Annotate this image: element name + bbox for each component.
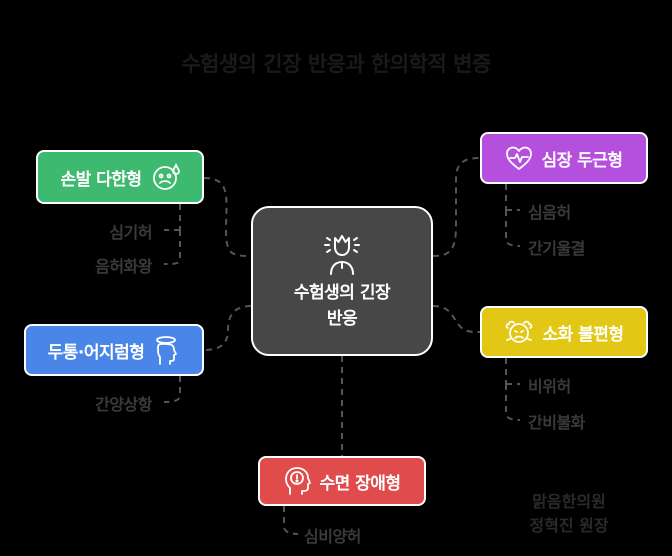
sweat-face-icon xyxy=(152,163,180,190)
sub-label-head-1: 간양상항 xyxy=(95,395,152,414)
node-sleep-label: 수면 장애형 xyxy=(319,473,401,494)
node-digest[interactable]: 소화 불편형 xyxy=(480,306,648,358)
center-label: 수험생의 긴장 반응 xyxy=(293,280,391,332)
stomach-upset-icon xyxy=(506,320,533,343)
connector-hands-feet xyxy=(203,177,252,257)
node-sleep[interactable]: 수면 장애형 xyxy=(258,456,426,506)
heartbeat-icon xyxy=(506,146,533,170)
connector-heart xyxy=(432,157,481,257)
sub-label-digest-2: 간비불화 xyxy=(528,413,585,432)
connector-head xyxy=(203,305,252,351)
sub-label-heart-1: 심음허 xyxy=(528,203,571,222)
connector-heart-subs xyxy=(505,184,521,247)
connector-hands-feet-subs xyxy=(163,204,181,265)
sub-label-heart-2: 간기울결 xyxy=(528,239,585,258)
node-digest-label: 소화 불편형 xyxy=(542,324,624,345)
sub-label-hands-feet-1: 심기허 xyxy=(109,223,152,242)
node-heart-label: 심장 두근형 xyxy=(541,150,623,171)
center-node[interactable]: 수험생의 긴장 반응 xyxy=(251,206,433,356)
sub-label-hands-feet-2: 음허화왕 xyxy=(95,257,152,276)
sub-label-digest-1: 비위허 xyxy=(528,377,571,396)
node-hands-feet-label: 손발 다한형 xyxy=(60,169,142,190)
node-hands-feet[interactable]: 손발 다한형 xyxy=(36,150,204,204)
dizzy-head-icon xyxy=(156,336,178,365)
connector-digest-subs xyxy=(505,358,521,421)
diagram-title: 수험생의 긴장 반응과 한의학적 변증 xyxy=(181,52,491,76)
connector-sleep-subs xyxy=(283,506,299,535)
node-head-label: 두통·어지럼형 xyxy=(47,342,145,363)
center-label-line2: 반응 xyxy=(326,309,358,329)
credit: 맑음한의원 정혁진 원장 xyxy=(514,490,624,538)
connector-head-subs xyxy=(163,376,181,403)
center-label-line1: 수험생의 긴장 xyxy=(293,283,391,303)
connector-digest xyxy=(432,305,481,333)
alert-head-icon xyxy=(285,467,312,495)
stressed-person-icon xyxy=(324,235,360,275)
node-heart[interactable]: 심장 두근형 xyxy=(480,132,648,184)
node-head[interactable]: 두통·어지럼형 xyxy=(24,324,204,376)
sub-label-sleep-1: 심비양허 xyxy=(304,527,361,546)
credit-clinic: 맑음한의원 xyxy=(532,492,606,511)
credit-doctor: 정혁진 원장 xyxy=(529,516,609,535)
